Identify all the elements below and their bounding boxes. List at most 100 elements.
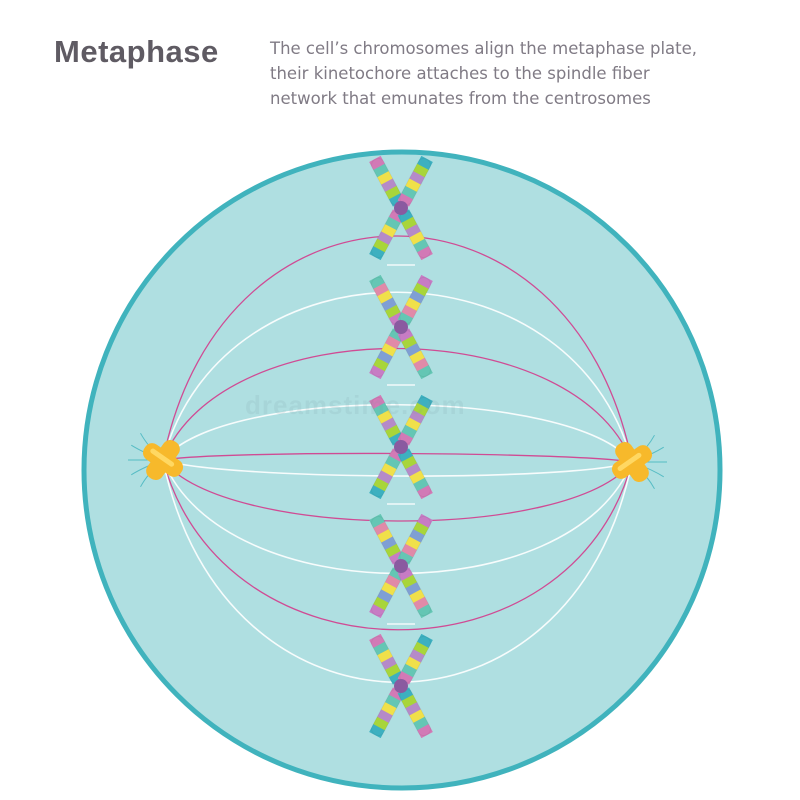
chromosome-band <box>405 702 422 717</box>
chromosome-band <box>376 648 393 663</box>
chromosome-band <box>405 535 422 550</box>
chromosome-band <box>413 521 429 536</box>
chromosome-band <box>405 582 422 597</box>
chromosome-band <box>413 716 429 731</box>
chromosome-band <box>373 402 389 417</box>
centriole-highlight <box>150 448 175 467</box>
chromosome <box>369 384 433 500</box>
chromosome-band <box>369 365 385 380</box>
chromosome-band <box>405 296 422 311</box>
chromosome-band <box>397 328 414 343</box>
chromosome-band <box>413 402 429 417</box>
chromosome-band <box>376 231 393 246</box>
chromosome-band <box>380 655 397 670</box>
chromosome-band <box>369 394 385 409</box>
chromosome-band <box>380 535 397 550</box>
chromosome <box>369 503 433 619</box>
chromosome-band <box>373 477 389 492</box>
chromosome-band <box>417 485 433 500</box>
chromosome-band <box>409 528 426 543</box>
chromosome-band <box>409 589 426 604</box>
chromosome-band <box>380 177 397 192</box>
chromosome-band <box>409 470 426 485</box>
chromosome-band <box>409 409 426 424</box>
chromosome-band <box>384 335 401 350</box>
spindle-fiber <box>162 235 633 463</box>
chromatid-arm <box>369 513 405 565</box>
chromosome-band <box>413 238 429 253</box>
chromosome-band <box>376 589 393 604</box>
spindle-fiber <box>162 403 633 463</box>
chromosome-band <box>397 448 414 463</box>
chromosome-band <box>373 282 389 297</box>
chromosome-band <box>369 485 385 500</box>
description-line-3: network that emunates from the centrosom… <box>270 89 651 108</box>
chromosome <box>369 264 433 380</box>
chromosome-band <box>417 604 433 619</box>
description-line-2: their kinetochore attaches to the spindl… <box>270 64 650 83</box>
cell-membrane <box>81 149 723 791</box>
chromosome-band <box>401 455 418 470</box>
chromosome-band <box>380 343 397 358</box>
chromosome-band <box>397 431 414 446</box>
chromosome-band <box>373 641 389 656</box>
chromosome-band <box>373 163 389 178</box>
chromosome-band <box>384 455 401 470</box>
chromosome-band <box>413 477 429 492</box>
chromosome-band <box>405 177 422 192</box>
chromosome-band <box>401 216 418 231</box>
chromosome-band <box>417 394 433 409</box>
chromosome-band <box>409 709 426 724</box>
chromosome-band <box>373 521 389 536</box>
chromosome-band <box>384 694 401 709</box>
chromosome-band <box>413 596 429 611</box>
chromosome-band <box>397 311 414 326</box>
chromosome-band <box>417 365 433 380</box>
spindle-fiber <box>162 347 633 463</box>
chromosome-band <box>401 304 418 319</box>
chromosome-band <box>405 463 422 478</box>
chromosome-band <box>384 424 401 439</box>
chromosome-band <box>380 224 397 239</box>
spindle-fiber <box>162 459 633 631</box>
centromere <box>394 201 408 215</box>
chromosome-band <box>369 633 385 648</box>
chromosome-band <box>401 663 418 678</box>
spindle-fiber <box>162 459 633 477</box>
diagram-title: Metaphase <box>54 34 219 69</box>
chromatid-arm <box>397 209 433 261</box>
chromosome-band <box>413 282 429 297</box>
chromosome <box>369 145 433 261</box>
chromatid-arm <box>397 328 433 380</box>
chromosome-band <box>401 185 418 200</box>
chromosome-band <box>413 163 429 178</box>
chromosomes <box>369 145 433 739</box>
centromere <box>394 440 408 454</box>
chromosome-band <box>409 648 426 663</box>
chromosome-band <box>376 528 393 543</box>
diagram-description: The cell’s chromosomes align the metapha… <box>270 36 790 111</box>
chromosome-band <box>409 350 426 365</box>
chromosome-band <box>417 724 433 739</box>
centriole-highlight <box>617 452 642 472</box>
chromosome-band <box>373 238 389 253</box>
chromosome-band <box>369 155 385 170</box>
chromosome-band <box>376 470 393 485</box>
chromosome-band <box>384 574 401 589</box>
chromosome-band <box>376 289 393 304</box>
chromosome-band <box>417 633 433 648</box>
centromere <box>394 559 408 573</box>
chromatid-arm <box>397 394 433 446</box>
chromosome-band <box>413 357 429 372</box>
chromosome-band <box>409 231 426 246</box>
chromosome-band <box>369 513 385 528</box>
chromosome-band <box>369 274 385 289</box>
chromatid-arm <box>397 633 433 685</box>
chromosome-band <box>380 582 397 597</box>
description-line-1: The cell’s chromosomes align the metapha… <box>270 39 698 58</box>
centromere <box>394 320 408 334</box>
spindle-fiber <box>162 291 633 463</box>
chromosome-band <box>384 216 401 231</box>
chromosome-band <box>413 641 429 656</box>
